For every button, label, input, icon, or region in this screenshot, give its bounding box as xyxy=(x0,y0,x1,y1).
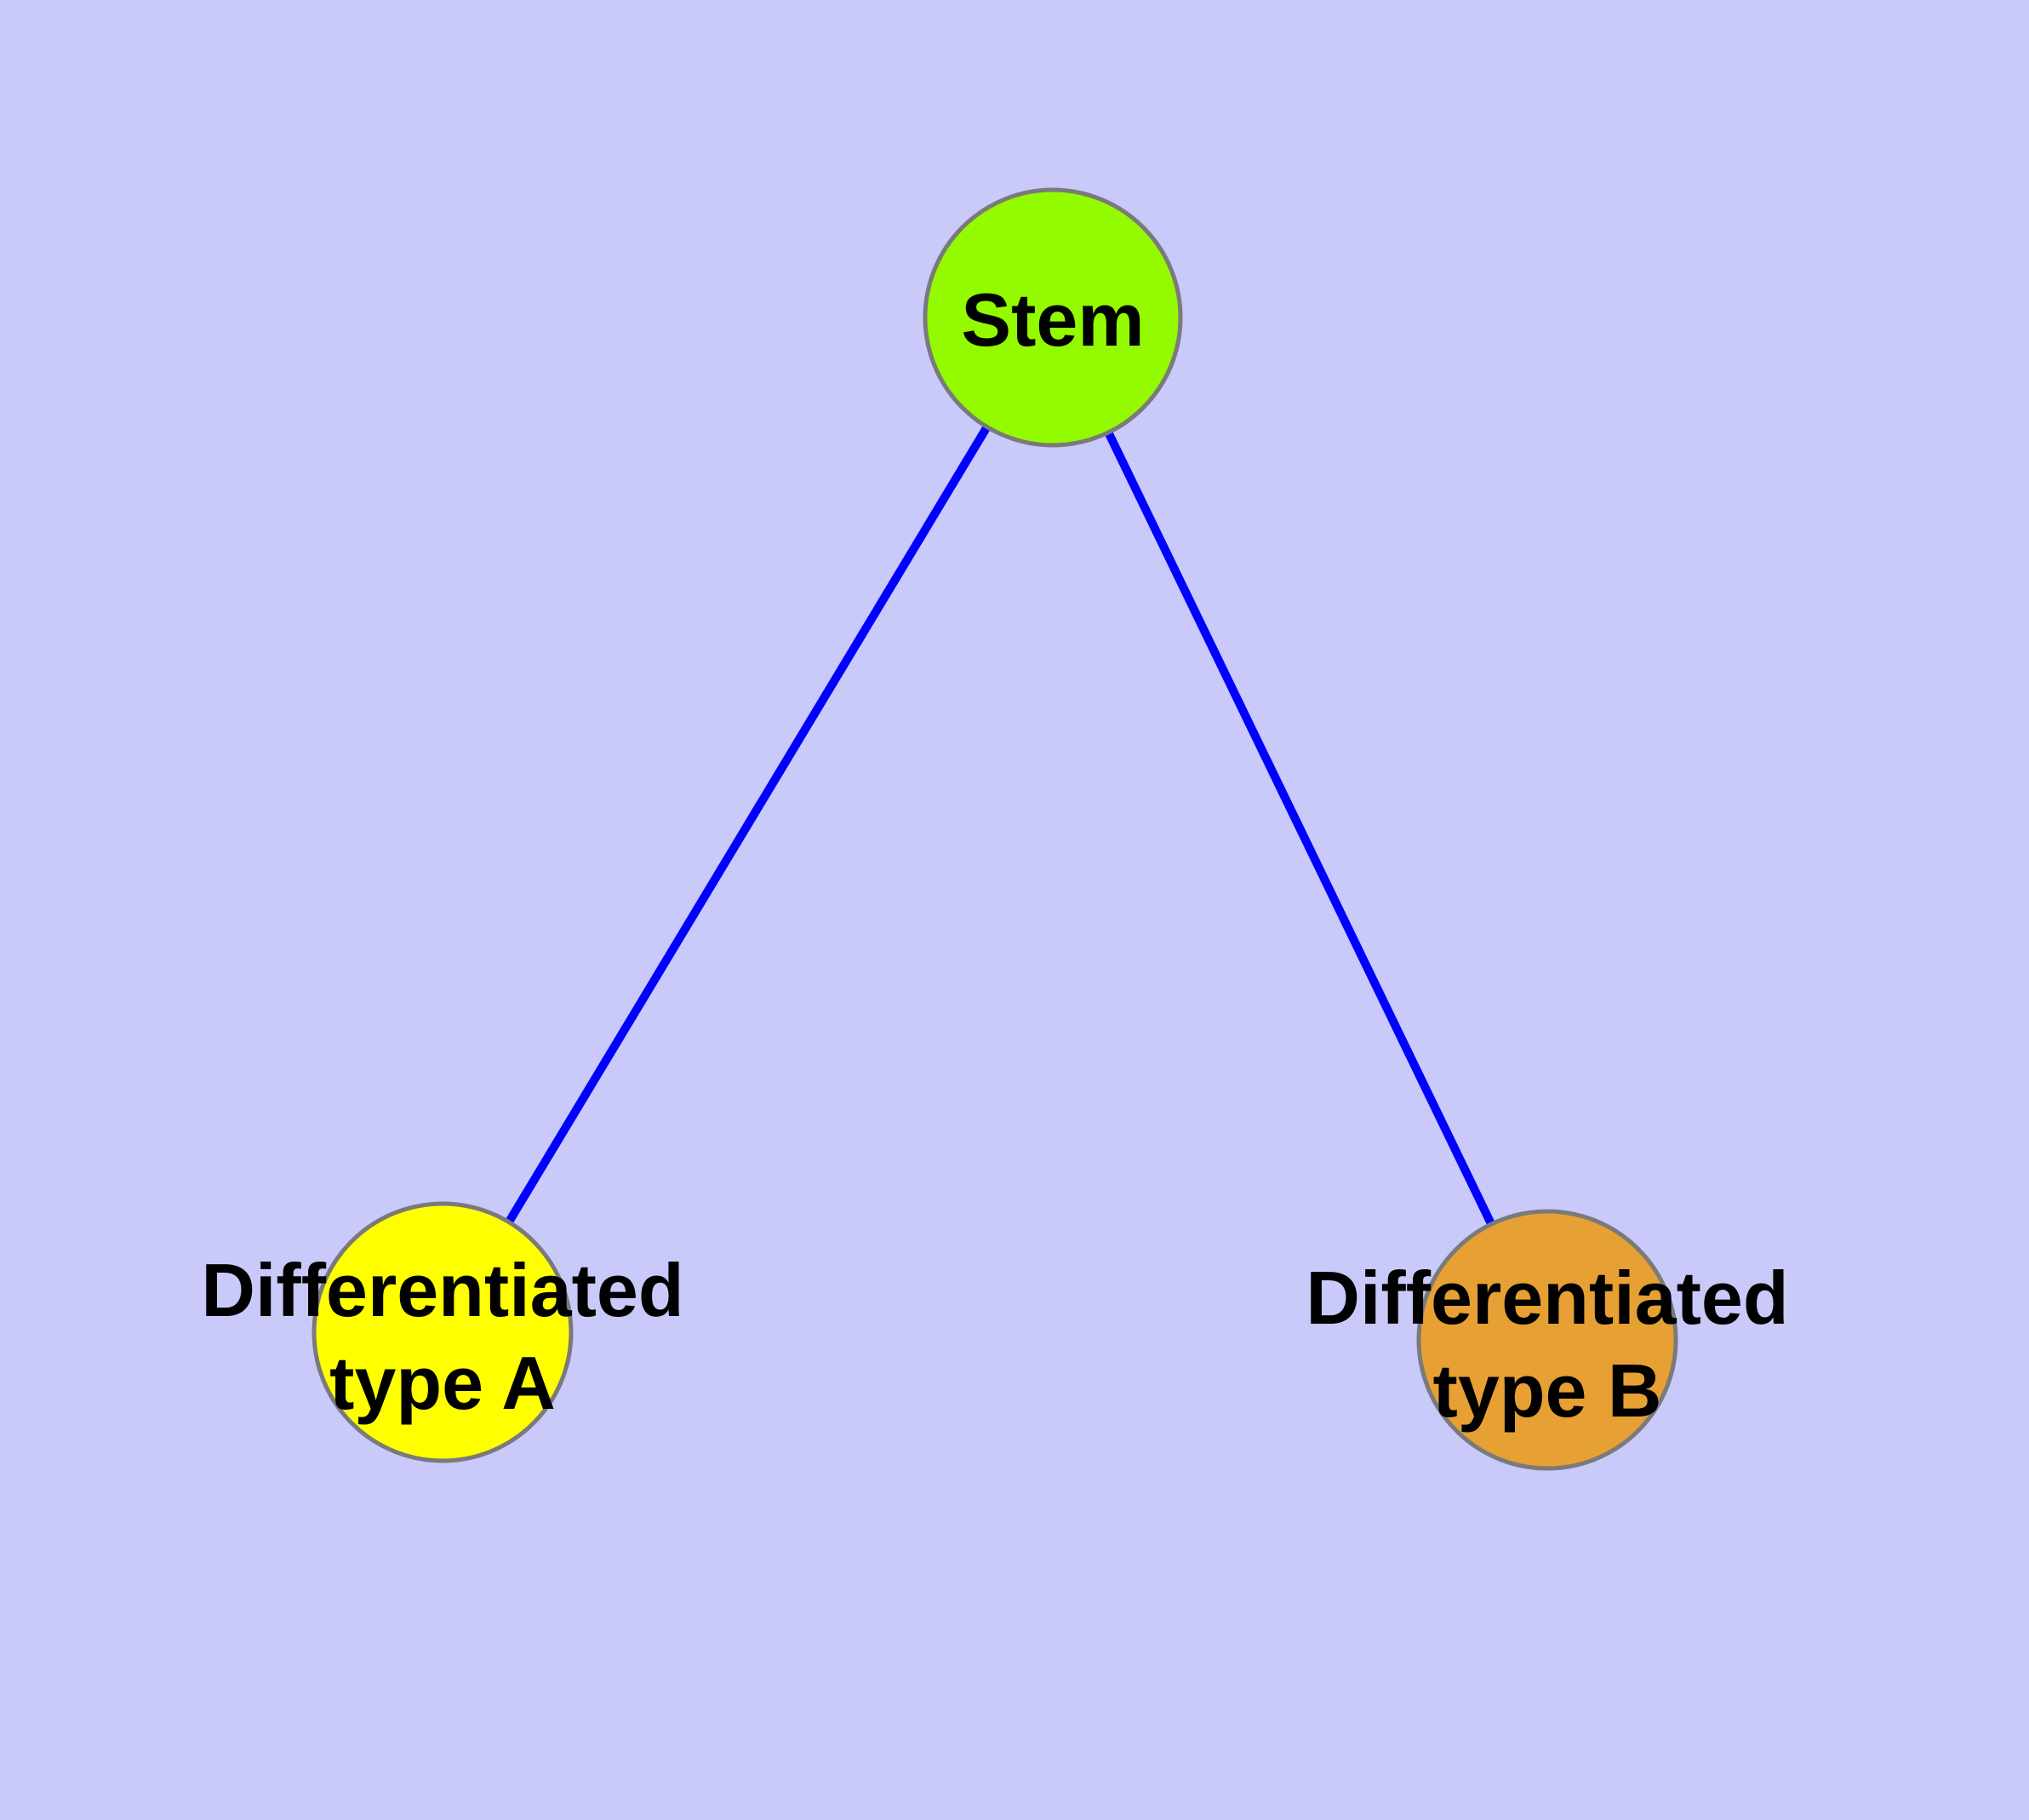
node-label-line: Differentiated xyxy=(1306,1256,1788,1340)
edges-layer xyxy=(438,315,1552,1342)
node-label-line: Stem xyxy=(961,278,1144,362)
edge-stem-typeB xyxy=(1049,315,1552,1342)
node-stem xyxy=(923,187,1183,448)
node-label-line: type B xyxy=(1433,1348,1662,1433)
node-label-line: type A xyxy=(329,1341,556,1425)
node-typeB xyxy=(1416,1209,1678,1471)
nodes-layer xyxy=(311,187,1678,1471)
node-typeA xyxy=(311,1201,574,1463)
edge-stem-typeA xyxy=(438,315,1057,1335)
node-label-line: Differentiated xyxy=(201,1248,683,1332)
node-label-typeA: Differentiated type A xyxy=(201,1248,683,1425)
node-label-stem: Stem xyxy=(961,278,1144,362)
